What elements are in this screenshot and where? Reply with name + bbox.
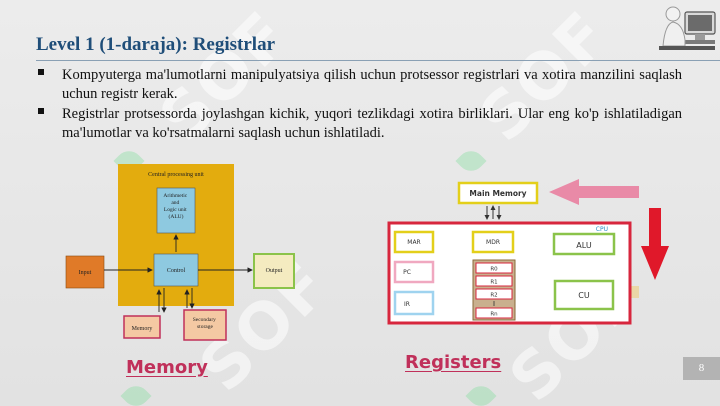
pc-box [393,260,435,284]
bullet-square-icon [38,69,44,75]
register-r1-label: R1 [490,280,497,286]
input-label: Input [79,270,92,276]
cpu-block-diagram: Central processing unit Arithmetic and L… [65,164,295,341]
main-memory-label: Main Memory [469,189,526,198]
cpu-label: Central processing unit [148,172,204,178]
input-box [65,255,105,289]
title-divider [36,60,720,61]
bullet-text: Registrlar protsessorda joylashgan kichi… [62,106,682,141]
mdr-box [471,230,515,254]
cu-label: CU [578,291,590,300]
watermark-leaf-icon [455,145,487,177]
cu-box [553,279,615,311]
secondary-storage-box [183,309,227,341]
register-rn [475,307,513,319]
mdr-label: MDR [486,239,500,246]
control-label: Control [167,268,186,274]
secondary-storage-label: Secondary storage [193,317,218,330]
alu-box [156,187,196,234]
computer-user-logo-icon [659,6,716,50]
pc-label: PC [403,269,411,276]
bullet-item: Registrlar protsessorda joylashgan kichi… [36,105,682,142]
bullet-text: Kompyuterga ma'lumotlarni manipulyatsiya… [62,67,682,102]
watermark-leaf-icon [120,380,152,406]
red-down-arrow-icon [641,208,669,280]
alu-box [552,232,616,256]
register-r2 [475,288,513,300]
page-number: 8 [683,357,720,380]
memory-caption: Memory [126,357,208,378]
bus-arrows [484,205,502,220]
ir-box [393,290,435,316]
memory-box [123,315,161,339]
bullet-item: Kompyuterga ma'lumotlarni manipulyatsiya… [36,66,682,103]
control-box [153,253,199,287]
main-memory-box [457,181,539,205]
bullet-list: Kompyuterga ma'lumotlarni manipulyatsiya… [36,66,682,144]
mar-label: MAR [407,239,420,246]
alu-label: Arithmetic and Logic unit (ALU) [163,193,188,220]
watermark-leaf-icon [465,380,497,406]
output-box [253,253,295,289]
slide-title: Level 1 (1-daraja): Registrlar [36,34,276,55]
registers-diagram: Main Memory CPU MAR MDR ALU PC IR R0 R1 … [387,179,669,325]
register-r0 [475,262,513,274]
mar-box [393,230,435,254]
register-rn-label: Rn [490,312,498,318]
cpu-label: CPU [596,226,608,233]
ir-label: IR [404,301,410,308]
bullet-square-icon [38,108,44,114]
output-label: Output [266,268,283,274]
alu-label: ALU [576,241,592,250]
register-r2-label: R2 [490,293,497,299]
memory-label: Memory [132,326,153,332]
register-r0-label: R0 [490,267,498,273]
pink-arrow-icon [549,179,639,205]
register-r1 [475,275,513,287]
connector-arrows [104,234,253,313]
registers-caption: Registers [405,352,502,373]
